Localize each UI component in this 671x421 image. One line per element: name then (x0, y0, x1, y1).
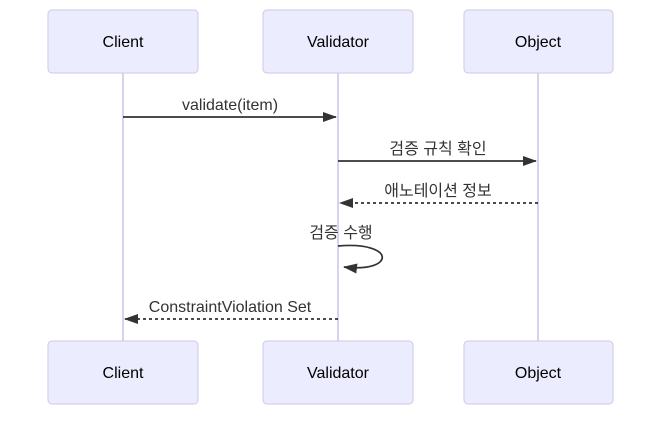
actor-label-object-bottom: Object (515, 365, 562, 382)
actor-label-validator-bottom: Validator (307, 365, 370, 382)
actor-rect-client-bottom (47, 340, 199, 405)
actor-rect-object-top (463, 9, 614, 74)
actor-box-validator-bottom: Validator (262, 340, 414, 405)
actor-label-client-top: Client (103, 34, 144, 51)
actor-label-validator-top: Validator (307, 34, 370, 51)
actor-box-object-bottom: Object (463, 340, 614, 405)
actor-box-client-top: Client (47, 9, 199, 74)
actor-rect-client-top (47, 9, 199, 74)
actor-rect-validator-bottom (262, 340, 414, 405)
actor-rect-validator-top (262, 9, 414, 74)
actor-box-object-top: Object (463, 9, 614, 74)
message-label-check-validation-rules: 검증 규칙 확인 (389, 140, 486, 158)
actor-rect-object-bottom (463, 340, 614, 405)
message-label-constraint-violation-set: ConstraintViolation Set (149, 299, 312, 316)
actor-label-client-bottom: Client (103, 365, 144, 382)
actor-label-object-top: Object (515, 34, 562, 51)
actor-box-client-bottom: Client (47, 340, 199, 405)
message-label-perform-validation: 검증 수행 (309, 224, 372, 242)
actor-box-validator-top: Validator (262, 9, 414, 74)
message-label-annotation-info: 애노테이션 정보 (384, 182, 492, 200)
message-self-loop-perform-validation (337, 244, 384, 274)
message-label-validate-item: validate(item) (182, 97, 278, 114)
